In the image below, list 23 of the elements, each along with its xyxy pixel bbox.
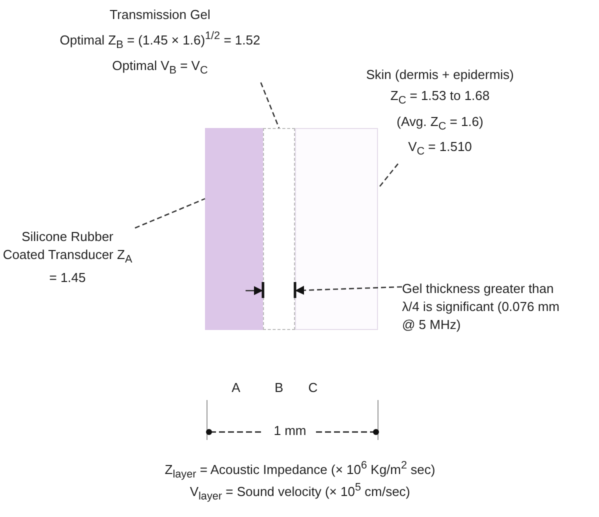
gel-layer bbox=[263, 128, 295, 330]
heading-text: Transmission Gel bbox=[108, 6, 212, 24]
formula-text: (Avg. Z$_{C}$ = 1.6) bbox=[396, 112, 484, 134]
skin-layer bbox=[295, 128, 378, 330]
layer-letter: B bbox=[274, 380, 284, 395]
layer-letter: A bbox=[232, 380, 240, 395]
footnote-text: V$_{layer}$ = Sound velocity (× 10$^{5}$ cm/sec) bbox=[190, 484, 410, 500]
footnote-text: Z$_{layer}$ = Acoustic Impedance (× 10$^{6}$ Kg/m$^{2}$ sec) bbox=[164, 462, 436, 478]
leader-line bbox=[260, 82, 280, 128]
arrow bbox=[246, 286, 263, 296]
formula-text: V$_{C}$ = 1.510 bbox=[407, 138, 473, 160]
layer-title: Skin (dermis + epidermis) bbox=[365, 66, 515, 84]
leader-arrow bbox=[294, 286, 402, 295]
leader-line bbox=[378, 163, 398, 189]
dimension-text: 1 mm bbox=[274, 423, 306, 438]
formula-text: Z$_{C}$ = 1.53 to 1.68 bbox=[389, 87, 491, 109]
transducer-layer bbox=[205, 128, 263, 330]
formula-text: Optimal Z$_{B}$ = (1.45 × 1.6)$^{1/2}$ = 1.52 bbox=[58, 29, 262, 53]
layer-letter: C bbox=[308, 380, 318, 395]
annotation-text: Silicone Rubber Coated Transducer Z$_{A}$ = 1.45 bbox=[2, 228, 134, 287]
leader-line bbox=[134, 198, 206, 229]
annotation-text: Gel thickness greater than λ/4 is significant (0.076 mm @ 5 MHz) bbox=[402, 280, 561, 334]
formula-text: Optimal V$_{B}$ = V$_{C}$ bbox=[111, 56, 209, 79]
